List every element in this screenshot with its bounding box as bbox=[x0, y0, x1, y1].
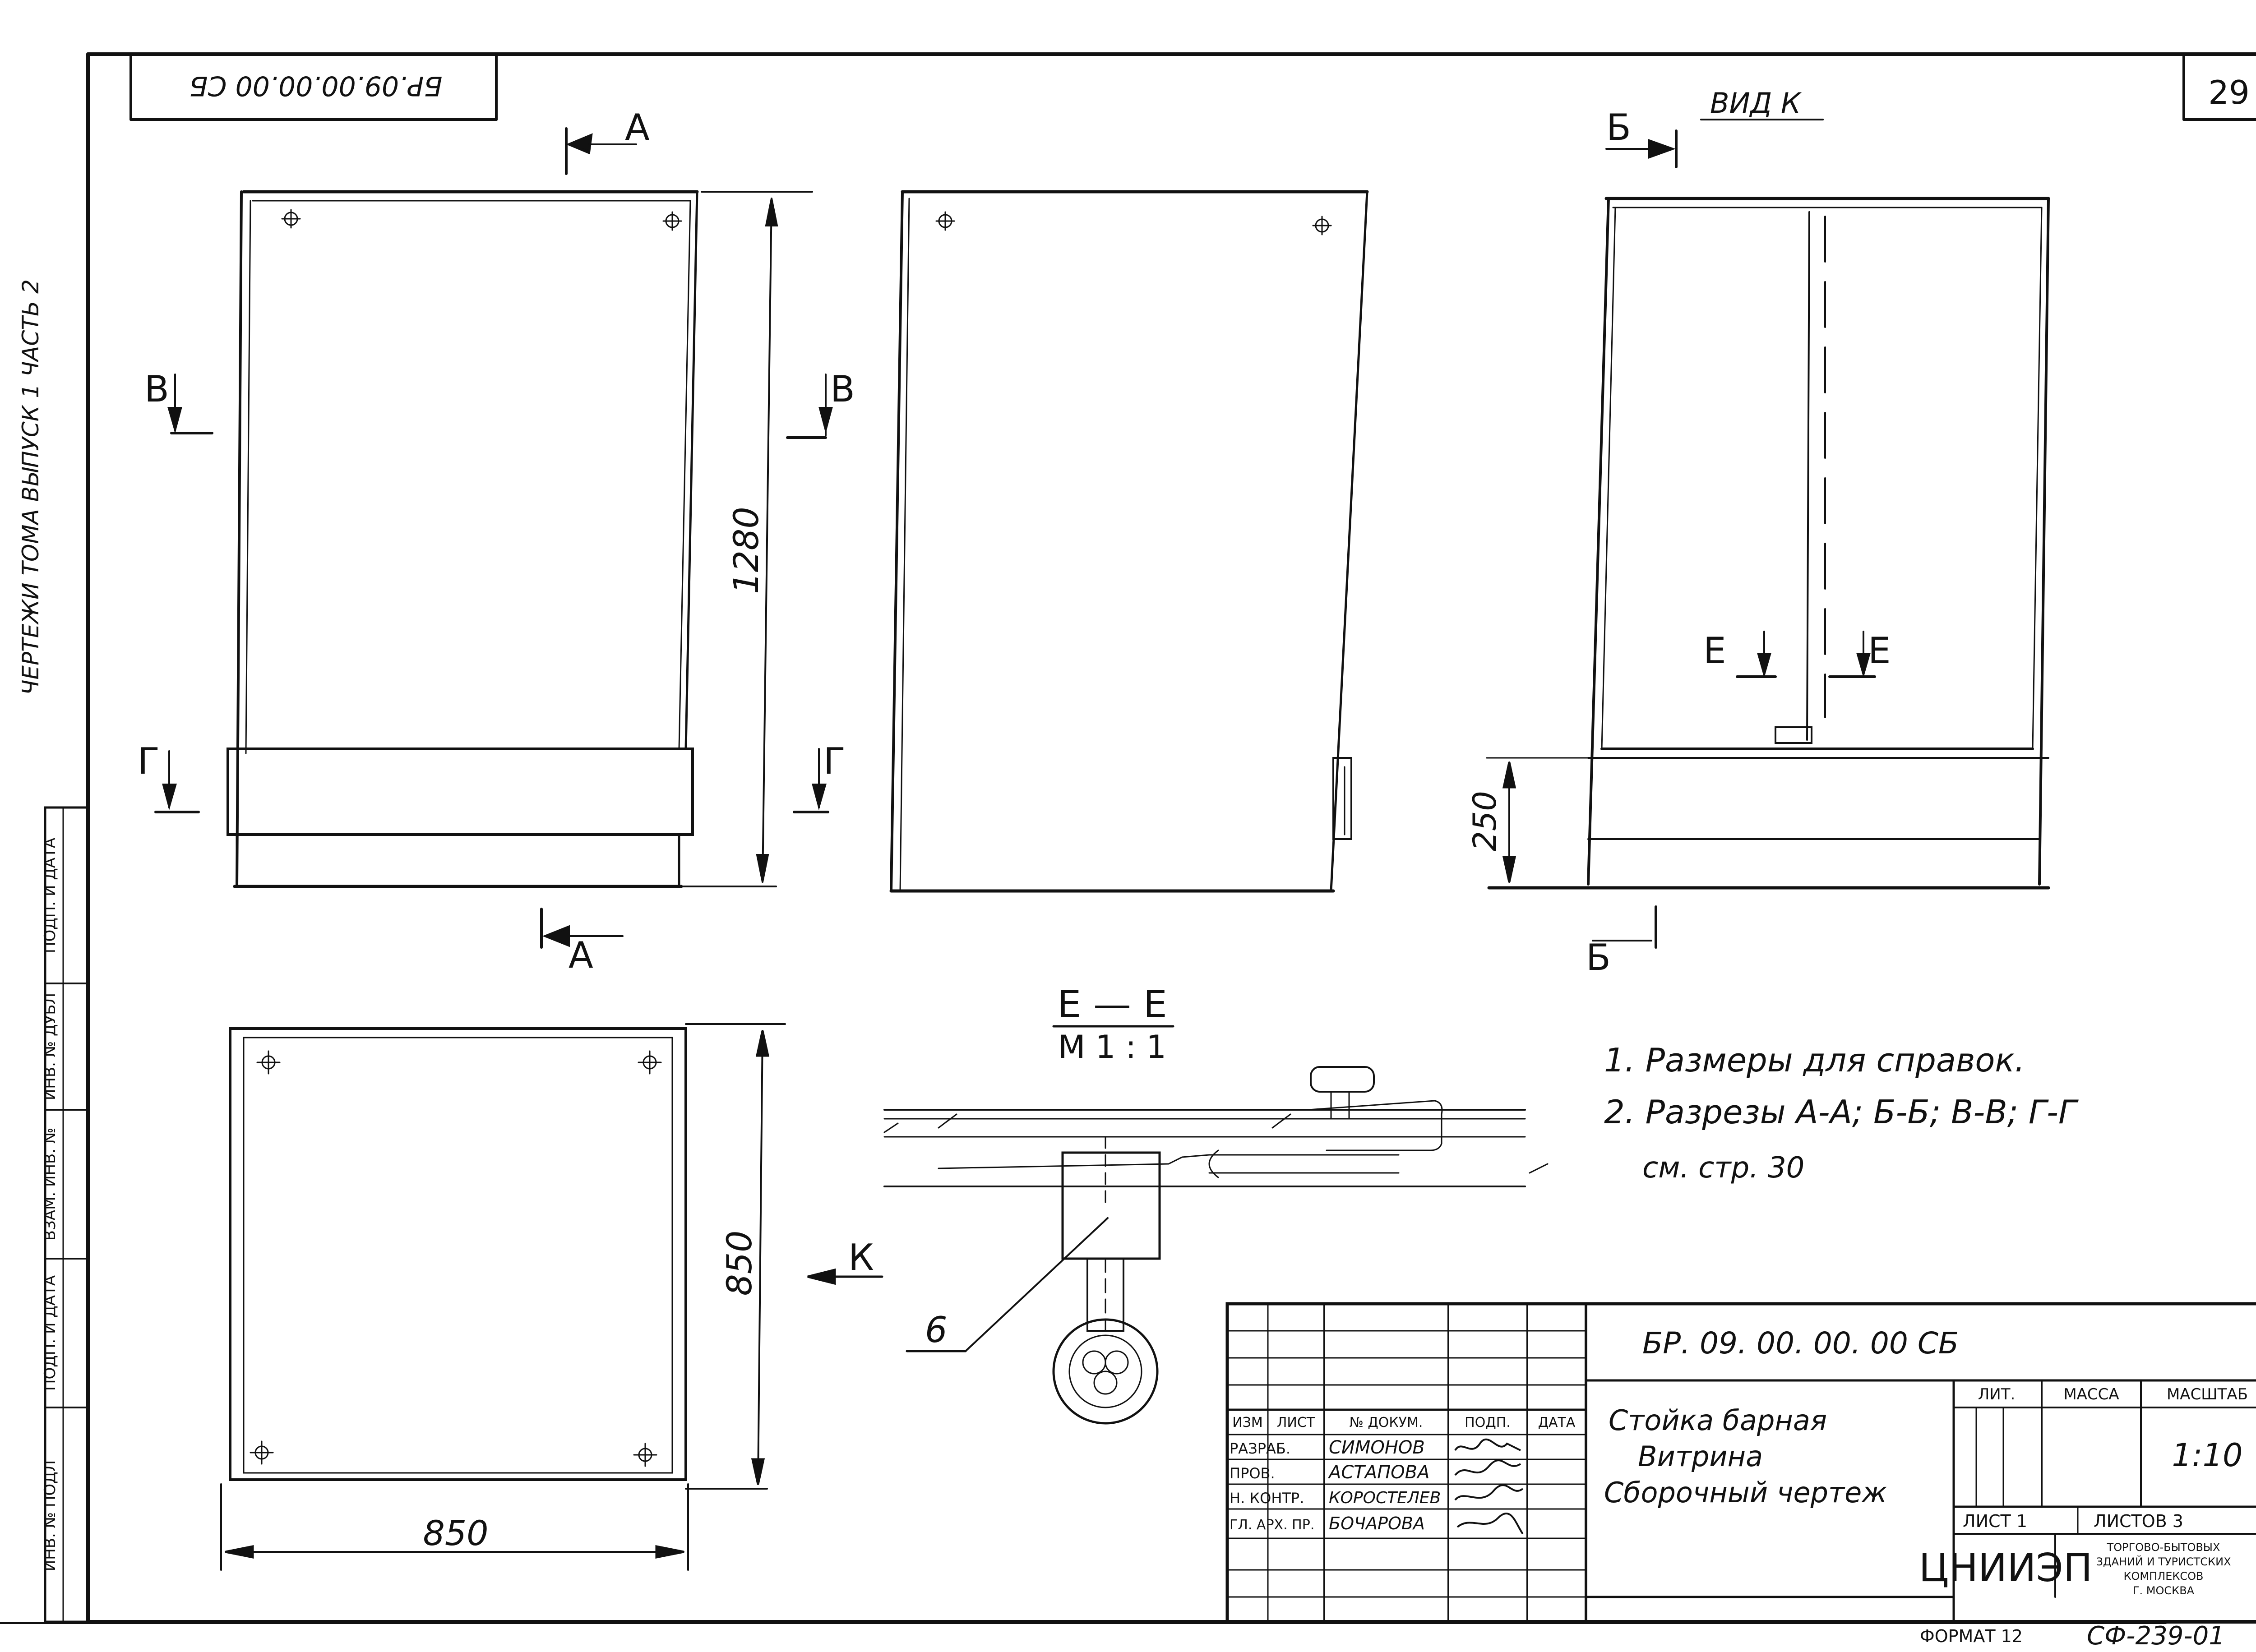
left-stamp-column bbox=[44, 806, 89, 1623]
header-doc: № ДОКУМ. bbox=[1350, 1415, 1423, 1431]
header-list: ЛИСТ bbox=[1277, 1415, 1315, 1431]
note-3: см. стр. 30 bbox=[1642, 1151, 1804, 1185]
note-2: 2. Разрезы А-А; Б-Б; В-В; Г-Г bbox=[1604, 1093, 2079, 1131]
cut-label-a-bottom: А bbox=[569, 934, 593, 976]
dimension-850-depth-text: 850 bbox=[719, 1230, 759, 1296]
scale-label: МАСШТАБ bbox=[2167, 1385, 2248, 1403]
side-vertical-text: ЧЕРТЕЖИ ТОМА ВЫПУСК 1 ЧАСТЬ 2 bbox=[18, 279, 44, 695]
view-k bbox=[1486, 197, 2050, 890]
dimension-1280 bbox=[683, 191, 813, 887]
section-title: Е — Е bbox=[1057, 982, 1167, 1026]
dimension-850-width-text: 850 bbox=[423, 1513, 488, 1553]
scale-value: 1:10 bbox=[2172, 1437, 2242, 1474]
mass-label: МАССА bbox=[2063, 1385, 2119, 1403]
note-1: 1. Размеры для справок. bbox=[1604, 1041, 2025, 1079]
dimension-1280-text: 1280 bbox=[726, 507, 766, 594]
view-k-title: ВИД К bbox=[1710, 87, 1802, 120]
org-text-4: Г. МОСКВА bbox=[2133, 1584, 2195, 1597]
callout-6: 6 bbox=[925, 1310, 948, 1351]
cut-label-e-left: Е bbox=[1703, 630, 1726, 672]
view-k-arrow-label: К bbox=[848, 1237, 874, 1278]
role-chief-architect: ГЛ. АРХ. ПР. bbox=[1230, 1517, 1314, 1533]
mirrored-doc-code: БР.09.00.00.00 СБ bbox=[189, 70, 442, 102]
fastener-mark bbox=[250, 1050, 662, 1467]
header-sign: ПОДП. bbox=[1465, 1415, 1511, 1431]
sheet-texts: 29 БР.09.00.00.00 СБ ЧЕРТЕЖИ ТОМА ВЫПУСК… bbox=[18, 70, 2250, 1651]
role-norm-control: Н. КОНТР. bbox=[1230, 1490, 1304, 1507]
org-text-2: ЗДАНИЙ И ТУРИСТСКИХ bbox=[2096, 1555, 2231, 1568]
name-chief-architect: БОЧАРОВА bbox=[1329, 1514, 1425, 1533]
mirrored-code-box bbox=[129, 53, 498, 121]
fastener-mark bbox=[281, 209, 682, 231]
signatures bbox=[1454, 1438, 1524, 1535]
dimension-250-text: 250 bbox=[1466, 791, 1503, 851]
doc-code: БР. 09. 00. 00. 00 СБ bbox=[1642, 1326, 1959, 1361]
title-line-1: Стойка барная bbox=[1609, 1404, 1827, 1437]
section-cut-marks-view3 bbox=[1592, 119, 1876, 949]
front-view bbox=[227, 190, 699, 888]
side-view bbox=[889, 190, 1369, 893]
page-number: 29 bbox=[2208, 74, 2250, 111]
cut-label-g-right: Г bbox=[823, 740, 846, 782]
cut-label-b-bottom: Б bbox=[1586, 937, 1611, 978]
section-cut-marks-view1 bbox=[154, 127, 833, 949]
sheets-label: ЛИСТОВ 3 bbox=[2094, 1511, 2183, 1531]
name-norm-control: КОРОСТЕЛЕВ bbox=[1329, 1489, 1441, 1507]
header-izm: ИЗМ bbox=[1232, 1415, 1263, 1431]
page-number-box bbox=[2182, 53, 2256, 121]
section-scale: М 1 : 1 bbox=[1058, 1029, 1166, 1066]
title-line-2: Витрина bbox=[1638, 1440, 1763, 1473]
title-line-3: Сборочный чертеж bbox=[1604, 1476, 1887, 1509]
name-checker: АСТАПОВА bbox=[1327, 1462, 1429, 1483]
name-developer: СИМОНОВ bbox=[1329, 1437, 1425, 1458]
format-label: ФОРМАТ 12 bbox=[1920, 1626, 2023, 1646]
lit-label: ЛИТ. bbox=[1978, 1385, 2016, 1403]
stamp-code: СФ-239-01 bbox=[2087, 1621, 2225, 1651]
left-stamp-2: ПОДП. И ДАТА bbox=[41, 1275, 59, 1391]
title-block bbox=[1225, 1302, 2256, 1624]
cut-label-a-top: А bbox=[625, 106, 650, 148]
org-text-3: КОМПЛЕКСОВ bbox=[2123, 1570, 2203, 1583]
left-stamp-4: ИНВ. № ДУБЛ bbox=[41, 993, 59, 1100]
cut-label-v-left: В bbox=[144, 368, 169, 410]
role-developer: РАЗРАБ. bbox=[1230, 1440, 1290, 1457]
cut-label-g-left: Г bbox=[138, 740, 160, 782]
org-logo: ЦНИИЭП bbox=[1919, 1546, 2093, 1591]
left-stamp-1: ИНВ. № ПОДЛ bbox=[41, 1460, 59, 1572]
org-text-1: ТОРГОВО-БЫТОВЫХ bbox=[2107, 1541, 2220, 1554]
sheet-label: ЛИСТ 1 bbox=[1963, 1511, 2027, 1531]
fastener-mark bbox=[935, 211, 1332, 235]
role-checker: ПРОВ. bbox=[1230, 1465, 1275, 1482]
cut-label-v-right: В bbox=[830, 368, 855, 410]
left-stamp-3: ВЗАМ. ИНВ. № bbox=[41, 1128, 59, 1241]
cut-label-b-top: Б bbox=[1606, 106, 1631, 148]
section-e-e-detail bbox=[883, 1025, 1549, 1425]
left-stamp-5: ПОДП. И ДАТА bbox=[41, 838, 59, 953]
header-date: ДАТА bbox=[1538, 1415, 1576, 1431]
plan-view bbox=[220, 1023, 883, 1571]
cut-label-e-right: Е bbox=[1868, 630, 1891, 672]
